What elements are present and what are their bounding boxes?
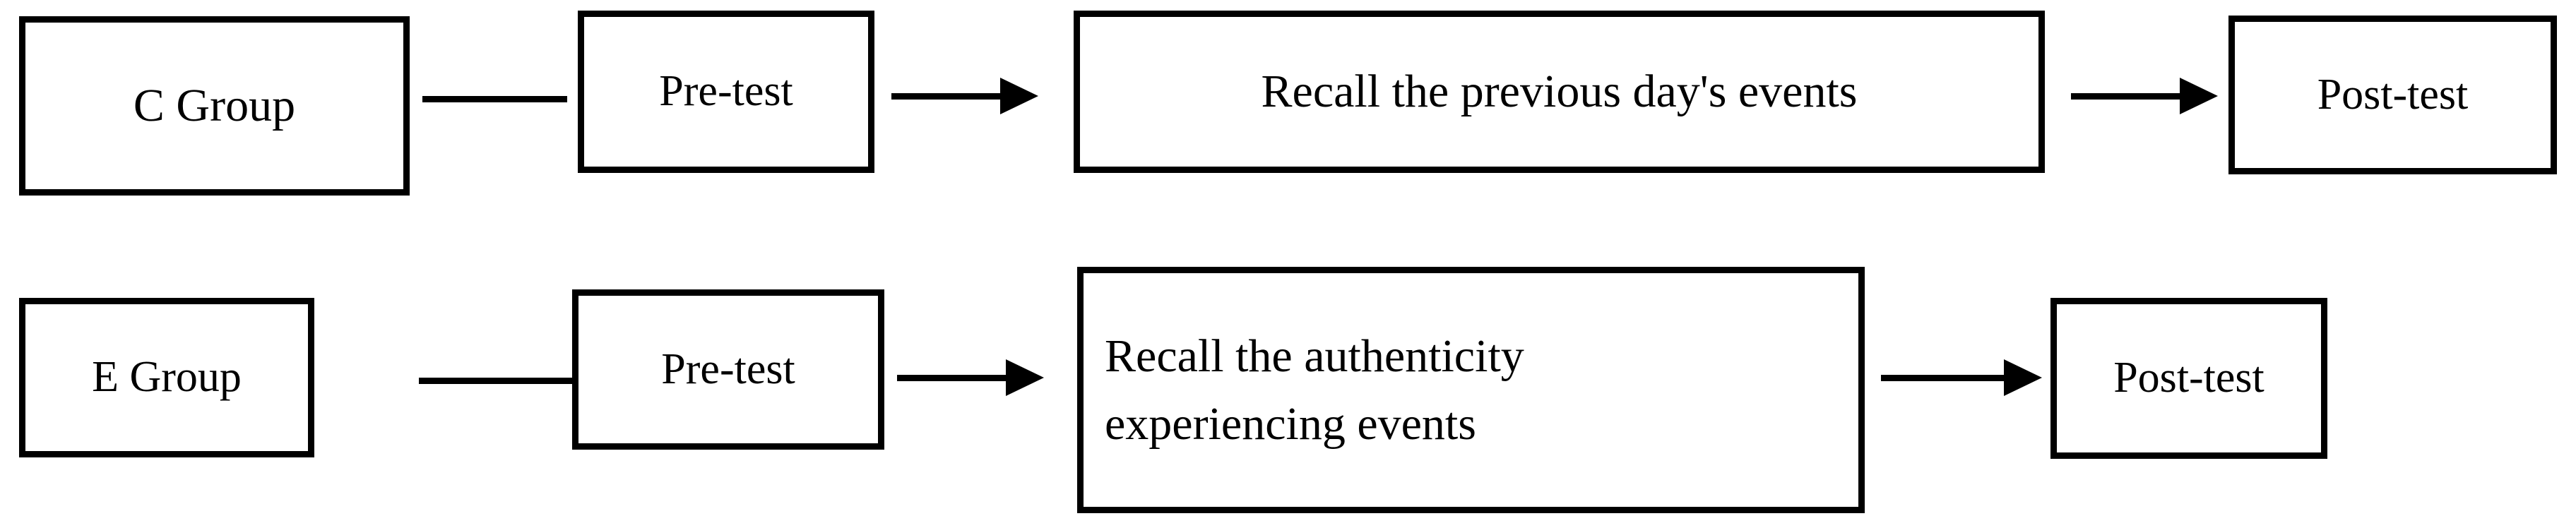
node-post-test-control: Post-test — [2228, 16, 2557, 174]
recall-line-1: Recall the authenticity — [1105, 330, 1524, 382]
arrow-shaft-icon — [2071, 93, 2180, 100]
arrow-shaft-icon — [897, 375, 1006, 381]
arrow-head-icon — [1006, 359, 1044, 396]
node-recall-previous-day-events: Recall the previous day's events — [1074, 11, 2045, 173]
node-pre-test-control-label: Pre-test — [659, 67, 793, 116]
node-post-test-experimental: Post-test — [2050, 298, 2327, 459]
arrow-shaft-icon — [891, 93, 1000, 100]
connector-e-group-to-pre-test — [419, 378, 573, 384]
connector-c-group-to-pre-test — [422, 96, 567, 102]
node-recall-authenticity-experiencing-events: Recall the authenticity experiencing even… — [1077, 267, 1865, 513]
node-c-group: C Group — [19, 16, 410, 196]
node-recall-previous-day-events-label: Recall the previous day's events — [1261, 66, 1858, 118]
arrow-shaft-icon — [1881, 375, 2004, 381]
node-pre-test-experimental: Pre-test — [572, 289, 884, 450]
arrow-head-icon — [2180, 78, 2218, 114]
node-post-test-control-label: Post-test — [2317, 70, 2469, 119]
node-e-group: E Group — [19, 298, 314, 457]
node-recall-authenticity-experiencing-events-label: Recall the authenticity experiencing even… — [1105, 323, 1848, 457]
node-post-test-experimental-label: Post-test — [2113, 354, 2265, 402]
node-pre-test-experimental-label: Pre-test — [661, 344, 795, 393]
arrow-head-icon — [1000, 78, 1038, 114]
node-e-group-label: E Group — [92, 353, 242, 402]
node-pre-test-control: Pre-test — [578, 11, 874, 173]
arrow-head-icon — [2004, 359, 2042, 396]
node-c-group-label: C Group — [133, 80, 296, 132]
recall-line-2: experiencing events — [1105, 397, 1476, 450]
